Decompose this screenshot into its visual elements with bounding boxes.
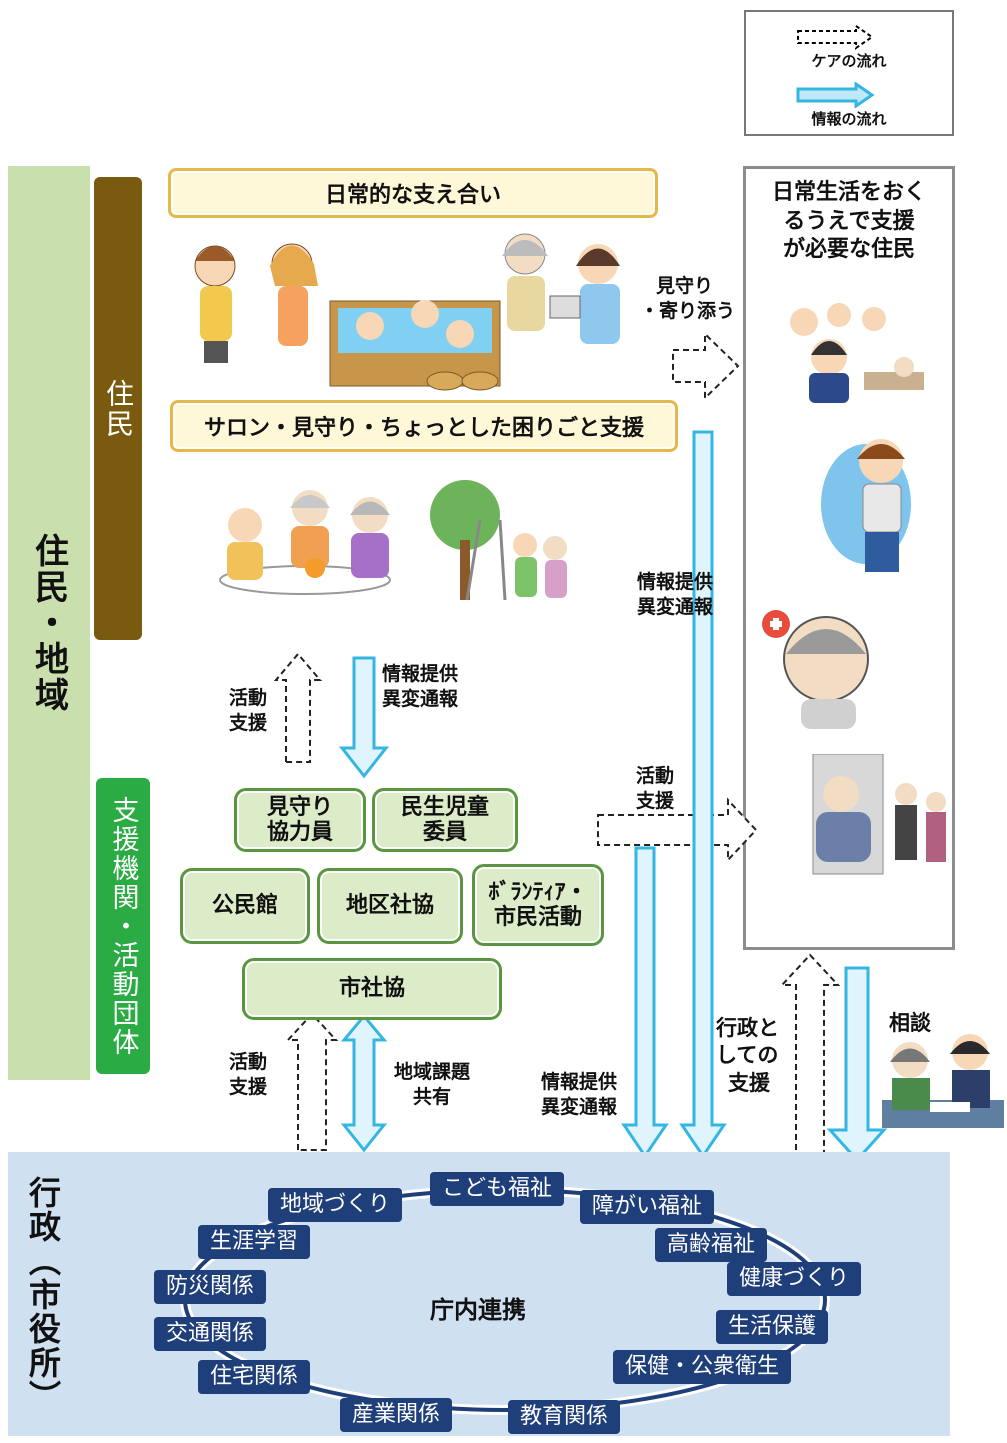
care-arrow-up-jumin [273,652,323,763]
department-label: 高齢福祉 [655,1228,768,1262]
salon-illustration [219,480,567,601]
info-arrow-right-long [679,430,727,1159]
internal-coordination-label: 庁内連携 [430,1296,526,1324]
caregiving-illustration [790,303,924,403]
community-band: 住民・地域 [8,166,90,1080]
regional-issue-label: 地域課題 共有 [394,1061,471,1108]
city-council-box: 市社協 [242,958,502,1020]
info-report-label-mid: 情報提供 異変通報 [382,663,459,710]
gov-support-label: 行政と しての 支援 [716,1016,779,1095]
volunteer-box: ﾎﾞﾗﾝﾃｨｱ・市民活動 [472,864,604,946]
watch-accompany-label: 見守り ・寄り添う [640,275,736,322]
welfare-commissioner-box: 民生児童委員 [372,788,518,852]
support-orgs-bar: 支援機関・活動団体 [96,778,150,1074]
city-hall-label: 行政（市役所） [24,1176,62,1414]
department-label: 生涯学習 [198,1225,311,1259]
community-center-box: 公民館 [180,868,310,944]
department-label: 健康づくり [727,1262,862,1296]
activity-support-label-right: 活動 支援 [636,765,675,812]
consultation-label: 相談 [889,1011,931,1035]
info-arrow-icon [796,82,875,108]
dashed-arrow-icon [797,24,874,50]
district-council-box: 地区社協 [317,868,463,944]
department-label: 生活保護 [716,1310,829,1344]
care-arrow-up-shishakyo [285,1012,339,1151]
department-label: 保健・公衆衛生 [613,1350,792,1384]
department-label: 障がい福祉 [580,1190,715,1224]
care-arrow-to-residents [672,331,740,401]
activity-support-label-2: 活動 支援 [229,1051,268,1098]
community-label: 住民・地域 [28,533,69,713]
legend: ケアの流れ 情報の流れ [744,10,954,136]
info-arrow-bidirectional [340,1013,388,1153]
info-arrow-consult [826,966,888,1163]
elderly-distress-illustration [762,610,869,729]
watch-cooperator-box: 見守り協力員 [234,788,366,852]
legend-info-flow: 情報の流れ [811,110,887,128]
child-illustration [821,439,911,572]
residents-needing-support-box: 日常生活をおく るうえで支援 が必要な住民 [743,166,955,950]
activity-support-label-1: 活動 支援 [229,687,268,734]
community-illustration [194,233,620,391]
department-label: 地域づくり [268,1188,403,1222]
department-label: 住宅関係 [198,1360,311,1394]
daily-support-box: 日常的な支え合い [168,168,658,218]
department-label: 教育関係 [508,1400,621,1434]
department-label: 交通関係 [154,1317,267,1351]
consultation-illustration [882,1034,1004,1128]
residents-bar: 住民 [94,177,142,640]
info-arrow-mid [621,846,669,1159]
info-report-label-right: 情報提供 異変通報 [637,571,714,618]
care-arrow-to-needing [597,797,758,863]
info-report-label-low: 情報提供 異変通報 [541,1071,618,1118]
residents-needing-support-title: 日常生活をおく るうえで支援 が必要な住民 [771,180,926,263]
salon-box: サロン・見守り・ちょっとした困りごと支援 [170,400,678,452]
legend-care-flow: ケアの流れ [811,52,887,70]
care-arrow-gyosei-support [779,953,841,1161]
withdrawn-person-illustration [812,754,946,875]
department-label: 防災関係 [154,1270,267,1304]
info-arrow-down-jumin [338,656,390,779]
department-label: こども福祉 [430,1172,565,1206]
department-label: 産業関係 [340,1398,453,1432]
